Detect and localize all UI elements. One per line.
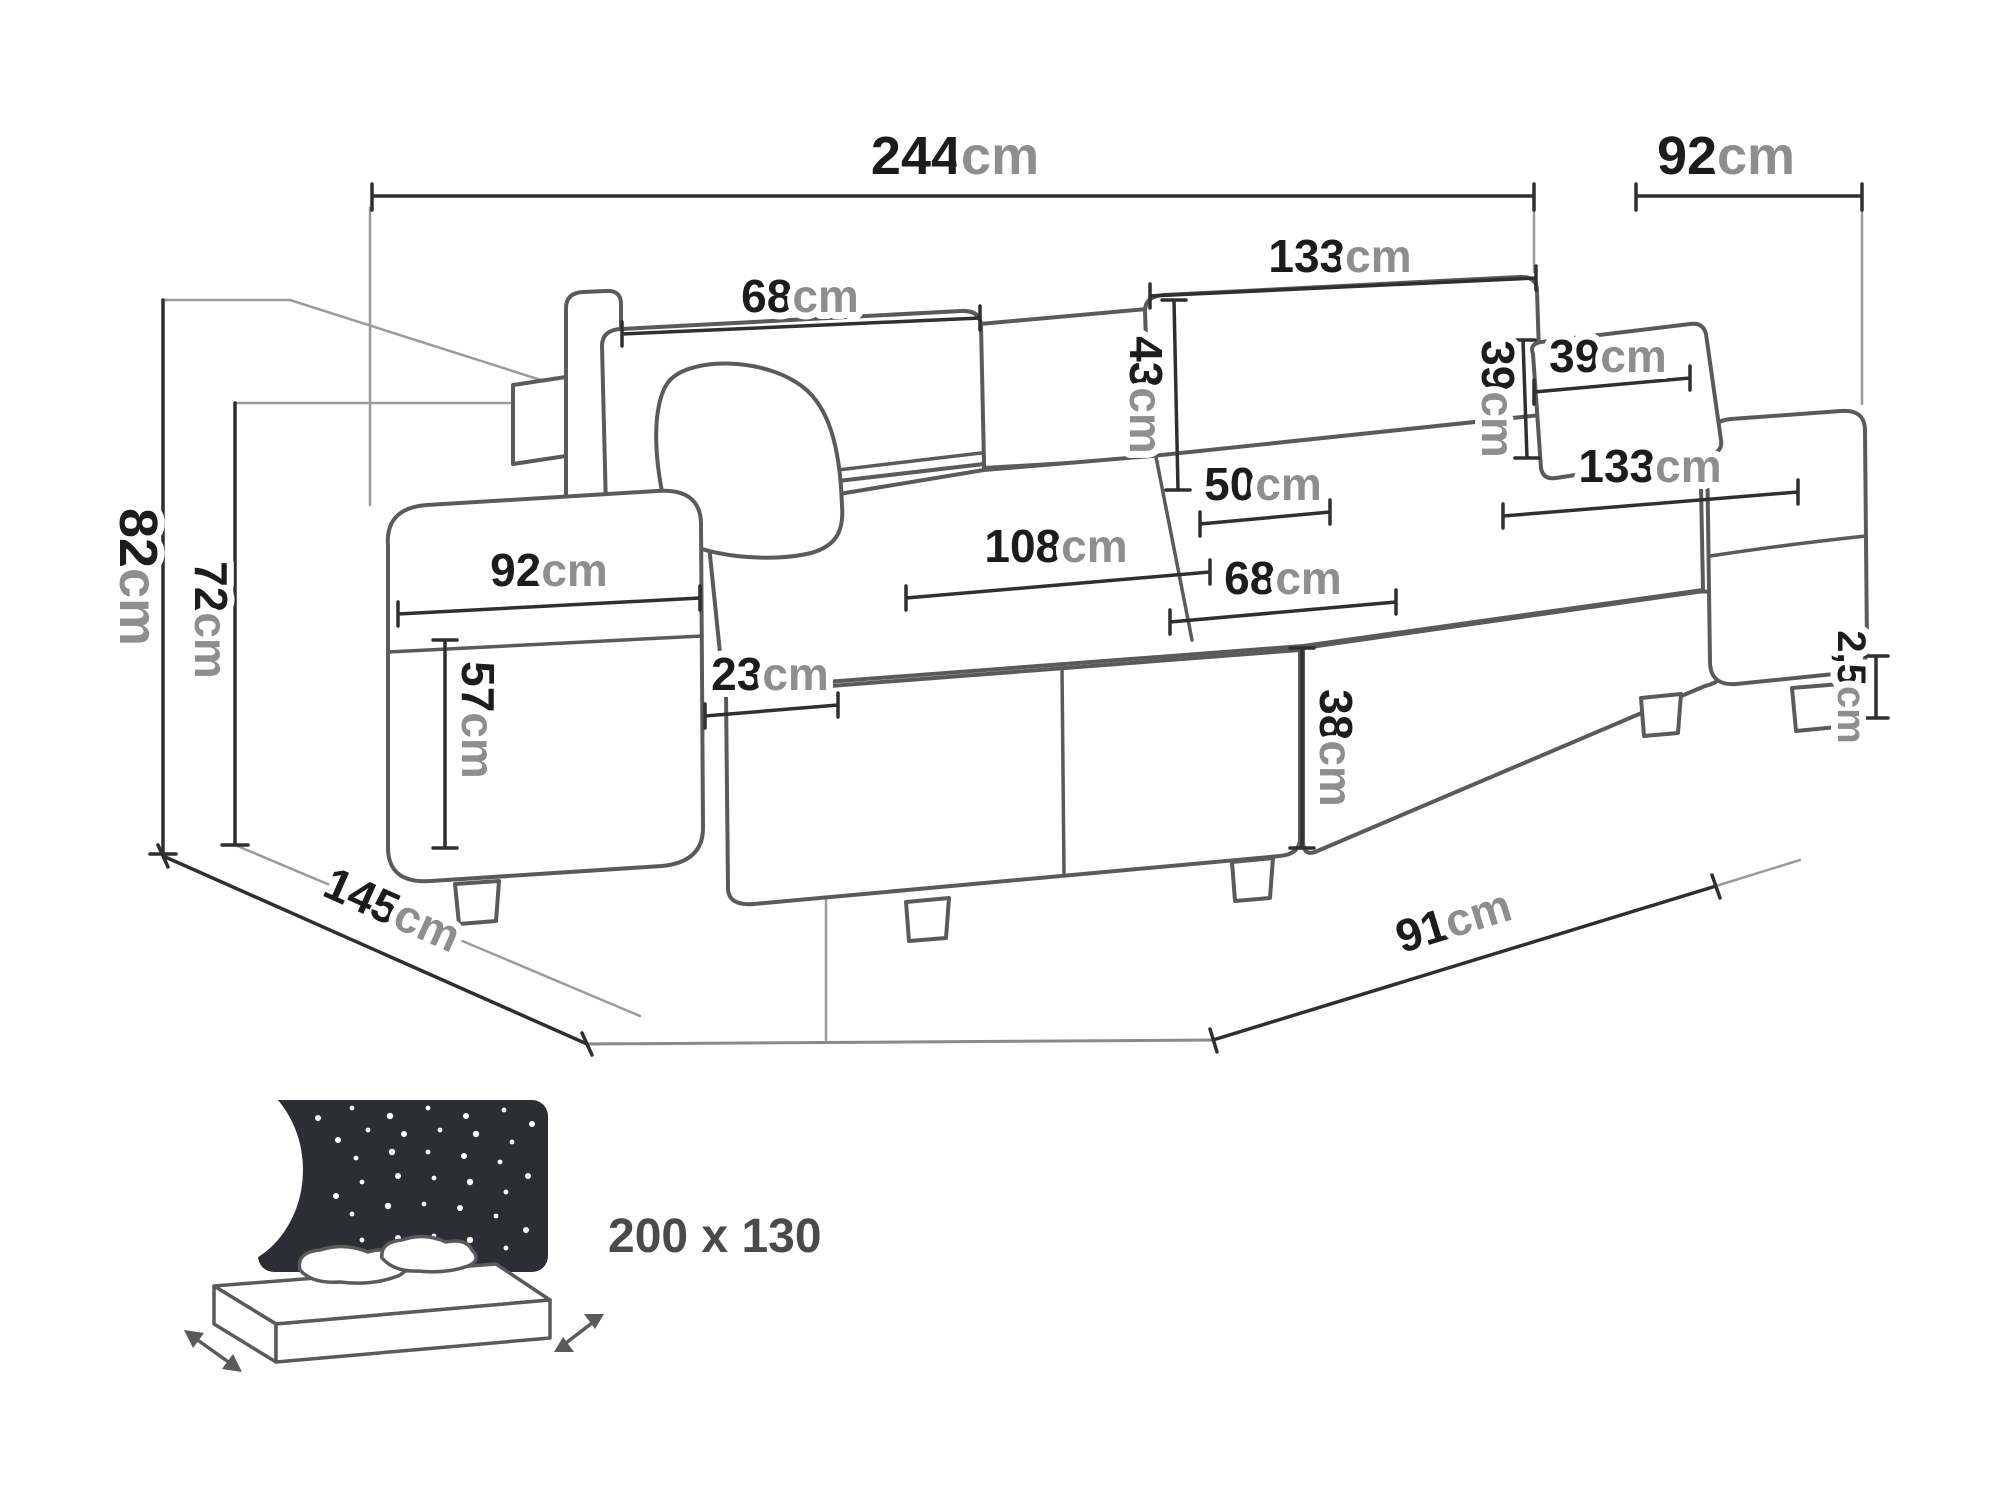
bed-pillow-2 — [380, 1234, 478, 1274]
dim-line-seat-depth — [1198, 498, 1332, 538]
dim-backrest-right-label: 133cm — [1268, 230, 1411, 282]
sofa-legs — [453, 682, 1842, 943]
dim-height-total-label: 82cm — [108, 508, 168, 646]
dim-line-backrest-height — [1160, 298, 1192, 492]
dim-seat-right-width-label: 133cm — [1578, 440, 1721, 492]
dim-line-chaise-length — [904, 558, 1212, 612]
night-sky-shape — [258, 1100, 548, 1272]
mattress-front — [274, 1298, 552, 1364]
unfold-arrows — [184, 1314, 604, 1372]
dim-height-inner-label: 72cm — [185, 561, 237, 679]
construction-lines — [161, 206, 1864, 1046]
dim-pillow-height-label: 39cm — [1472, 340, 1524, 458]
right-armrest — [1705, 408, 1869, 687]
moon-cutout — [127, 1070, 303, 1270]
left-backrest-pillow — [654, 361, 845, 560]
dim-line-floor-left — [156, 843, 594, 1057]
seat-surface — [704, 413, 1705, 694]
dim-line-seat-height — [1288, 646, 1316, 850]
dim-line-armrest-height — [431, 638, 459, 850]
sleeping-area-size-label: 200 x 130 — [608, 1210, 822, 1263]
dim-line-backrest-left — [620, 304, 982, 348]
dim-line-seat-right-width — [1501, 478, 1800, 530]
dim-seat-height-label: 38cm — [1310, 689, 1362, 807]
dim-line-total-width — [370, 182, 1536, 212]
dim-armrest-width-label: 23cm — [711, 648, 829, 700]
dim-depth-right-label: 92cm — [1657, 126, 1795, 186]
dim-leg-height-label: 2,5cm — [1829, 630, 1873, 743]
dimension-labels: 244cm 92cm 82cm 72cm 68cm 133cm 43cm 39c… — [101, 119, 1880, 970]
dim-line-pillow-height — [1509, 338, 1541, 460]
dim-total-width-label: 244cm — [871, 126, 1039, 186]
dim-pillow-width-label: 39cm — [1549, 330, 1667, 382]
dim-floor-front-label: 91cm — [1389, 879, 1517, 963]
dim-line-pillow-width — [1532, 364, 1692, 406]
dim-seat-depth-label: 50cm — [1204, 458, 1322, 510]
dim-line-backrest-right — [1148, 264, 1538, 310]
dim-armrest-height-label: 57cm — [452, 661, 504, 779]
dim-chaise-length-label: 108cm — [984, 520, 1127, 572]
sleeping-area-icon: 200 x 130 — [127, 1070, 827, 1372]
back-corner-panel — [511, 375, 568, 466]
dim-seat-front-width-label: 68cm — [1224, 552, 1342, 604]
dim-line-leg-height — [1862, 654, 1890, 720]
chaise-front-face — [724, 648, 1302, 907]
dim-backrest-height-label: 43cm — [1120, 336, 1172, 454]
dim-line-height-inner — [220, 401, 250, 847]
dim-line-seat-front-width — [1168, 588, 1398, 636]
dim-backrest-left-label: 68cm — [741, 270, 859, 322]
dim-line-floor-front — [1208, 873, 1722, 1054]
dim-line-armrest-width — [703, 691, 840, 730]
sofa-illustration — [385, 274, 1869, 943]
left-armrest — [385, 488, 705, 884]
dimension-lines — [148, 182, 1890, 1057]
dim-line-depth-right — [1634, 182, 1864, 212]
dim-armrest-depth-label: 92cm — [490, 544, 608, 596]
dim-line-armrest-depth — [396, 584, 702, 628]
right-end-pillow — [1530, 321, 1724, 481]
